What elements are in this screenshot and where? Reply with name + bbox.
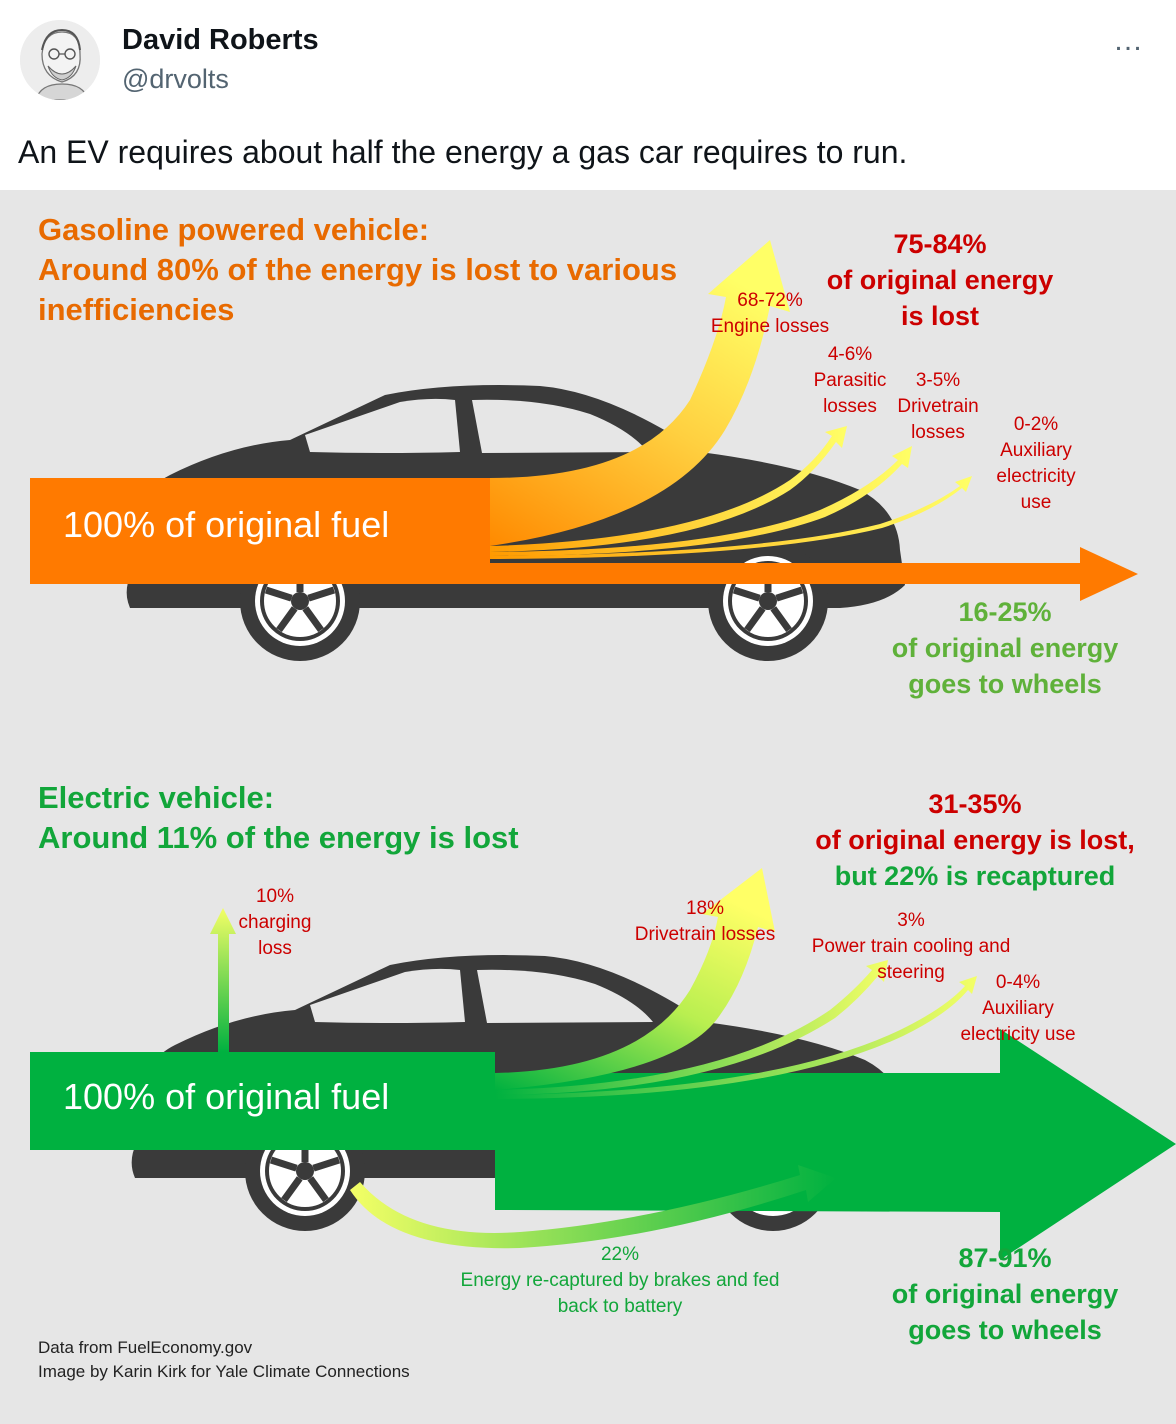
gas-title-line-1: Gasoline powered vehicle: (38, 212, 430, 247)
ev-aux-line-2: electricity use (960, 1024, 1076, 1045)
ev-cooling-pct: 3% (897, 910, 925, 931)
ev-wheels-line-2: goes to wheels (908, 1315, 1102, 1345)
infographic-graphics (30, 240, 1176, 1260)
gas-wheels-pct: 16-25% (958, 597, 1052, 627)
author-avatar[interactable] (20, 20, 100, 100)
tweet-text: An EV requires about half the energy a g… (18, 134, 908, 170)
gas-engine-losses-label: Engine losses (710, 316, 830, 337)
gas-parasitic-line-1: Parasitic (813, 370, 887, 391)
author-name[interactable]: David Roberts (122, 24, 319, 56)
credit-data-source: Data from FuelEconomy.gov (38, 1338, 253, 1357)
gas-title-line-2: Around 80% of the energy is lost to vari… (38, 252, 678, 287)
ev-wheels-line-1: of original energy (891, 1279, 1119, 1309)
ev-recaptured-pct: 22% (600, 1244, 640, 1265)
gas-drivetrain-line-2: losses (911, 422, 965, 443)
ev-recaptured-line-2: back to battery (557, 1296, 683, 1317)
ev-arrow-label: 100% of original fuel (63, 1076, 390, 1117)
ev-recaptured-line-1: Energy re-captured by brakes and fed (460, 1270, 780, 1291)
ev-lost-pct: 31-35% (928, 789, 1022, 819)
ev-charging-pct: 10% (255, 886, 295, 907)
ev-lost-line-1: of original energy is lost, (815, 825, 1135, 855)
gas-aux-line-3: use (1020, 492, 1052, 513)
ev-title-line-2: Around 11% of the energy is lost (38, 820, 519, 855)
gas-lost-line-1: of original energy (826, 265, 1054, 295)
gas-lost-line-2: is lost (900, 301, 980, 331)
gas-title-line-3: inefficiencies (38, 292, 235, 327)
infographic-image[interactable]: Gasoline powered vehicle: Around 80% of … (0, 190, 1176, 1424)
gas-aux-line-1: Auxiliary (1000, 440, 1072, 461)
ev-drivetrain-label: Drivetrain losses (634, 924, 776, 945)
gas-wheels-line-1: of original energy (891, 633, 1119, 663)
gas-drivetrain-line-1: Drivetrain (897, 396, 979, 417)
more-options-icon[interactable]: … (1113, 24, 1144, 57)
ev-cooling-line-2: steering (877, 962, 945, 983)
ev-lost-line-2: but 22% is recaptured (834, 861, 1116, 891)
credit-image-author: Image by Karin Kirk for Yale Climate Con… (38, 1362, 410, 1381)
ev-title-line-1: Electric vehicle: (38, 780, 275, 815)
gas-parasitic-line-2: losses (823, 396, 877, 417)
ev-aux-pct: 0-4% (995, 972, 1041, 993)
gas-parasitic-pct: 4-6% (827, 344, 873, 365)
ev-aux-line-1: Auxiliary (982, 998, 1054, 1019)
ev-cooling-line-1: Power train cooling and (811, 936, 1011, 957)
gas-wheels-line-2: goes to wheels (908, 669, 1102, 699)
gas-drivetrain-pct: 3-5% (915, 370, 961, 391)
gas-aux-line-2: electricity (996, 466, 1076, 487)
author-handle[interactable]: @drvolts (122, 64, 229, 94)
gas-engine-losses-pct: 68-72% (737, 290, 803, 311)
ev-charging-line-2: loss (258, 938, 292, 959)
gas-arrow-label: 100% of original fuel (63, 504, 390, 545)
ev-wheels-pct: 87-91% (958, 1243, 1052, 1273)
ev-drivetrain-pct: 18% (685, 898, 725, 919)
tweet-header: David Roberts @drvolts … An EV requires … (0, 0, 1176, 190)
gas-aux-pct: 0-2% (1013, 414, 1059, 435)
ev-charging-line-1: charging (238, 912, 312, 933)
gas-lost-pct: 75-84% (893, 229, 987, 259)
